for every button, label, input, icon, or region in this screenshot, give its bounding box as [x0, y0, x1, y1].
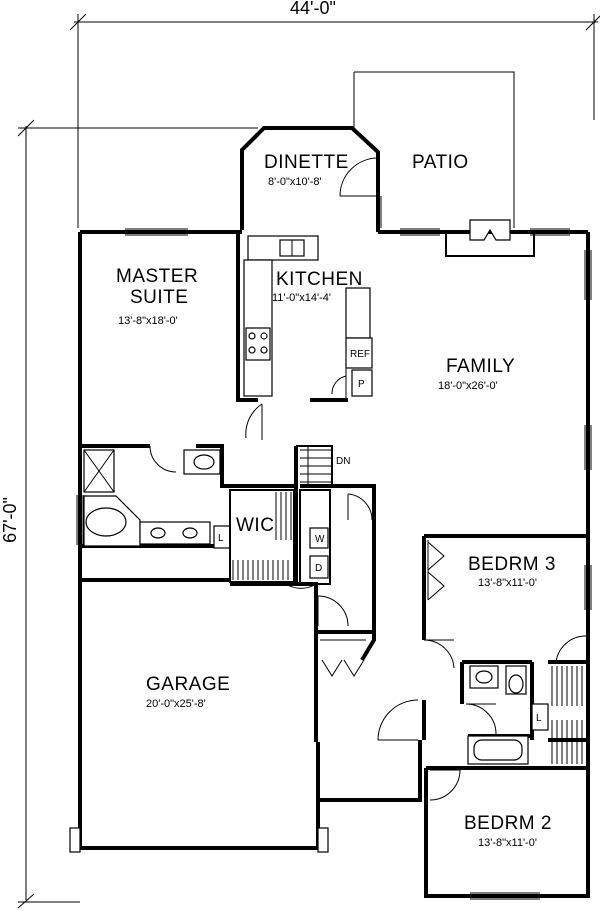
bedroom2-door [429, 769, 461, 801]
linen-label-1: L [218, 533, 224, 544]
dinette-patio-door [339, 157, 379, 197]
bedroom3-label: BEDRM 3 [468, 554, 556, 575]
bedroom2-label: BEDRM 2 [464, 813, 552, 834]
dimension-lines [17, 13, 600, 909]
windows [76, 228, 592, 900]
cooktop-icon [245, 327, 271, 361]
bedroom2-size: 13'-8"x11'-0' [478, 837, 537, 849]
kitchen-fixtures [243, 235, 373, 400]
master-bath-fixtures [83, 445, 231, 549]
patio-outline [353, 71, 515, 228]
dryer-label: D [315, 563, 322, 574]
master-label-line1: MASTER [116, 266, 198, 287]
stairs-icon [300, 446, 332, 486]
pantry-icon [351, 369, 373, 397]
washer-icon [309, 527, 329, 549]
dinette-label: DINETTE [264, 152, 349, 173]
width-dimension-label: 44'-0" [290, 0, 336, 18]
fireplace-icon [445, 219, 535, 257]
washer-label: W [315, 534, 325, 545]
linen-closet-2 [531, 703, 549, 731]
pantry-label: P [358, 379, 365, 390]
walk-in-closet [229, 489, 295, 583]
garage-details [69, 580, 329, 853]
kitchen-label: KITCHEN [276, 269, 363, 290]
bedroom3-closet [423, 540, 455, 669]
garage-size: 20'-0"x25'-8' [146, 698, 206, 710]
family-label: FAMILY [446, 356, 515, 377]
master-label-line2: SUITE [130, 287, 188, 308]
refrigerator-label: REF [350, 349, 370, 360]
garage-label: GARAGE [146, 674, 230, 695]
exterior-walls [78, 126, 590, 898]
master-size: 13'-8"x18'-0' [118, 315, 178, 327]
kitchen-size: 11'-0"x14'-4' [272, 292, 331, 304]
depth-dimension-label: 67'-0" [0, 497, 20, 543]
patio-label: PATIO [412, 152, 469, 173]
hall-closet [320, 639, 366, 677]
wic-label: WIC [236, 515, 274, 536]
refrigerator-icon [345, 337, 373, 369]
bedroom-closets [551, 635, 587, 764]
bath2-fixtures [465, 665, 549, 765]
bedroom3-size: 13'-8"x11'-0' [478, 577, 537, 589]
family-size: 18'-0"x26'-0' [438, 380, 498, 392]
linen-label-2: L [536, 713, 542, 724]
laundry-fixtures [299, 489, 373, 627]
front-door [377, 699, 419, 741]
dryer-icon [309, 555, 329, 579]
dinette-size: 8'-0"x10'-8' [268, 176, 322, 188]
stairs-down-label: DN [336, 456, 350, 467]
kitchen-hall-door [245, 403, 263, 440]
